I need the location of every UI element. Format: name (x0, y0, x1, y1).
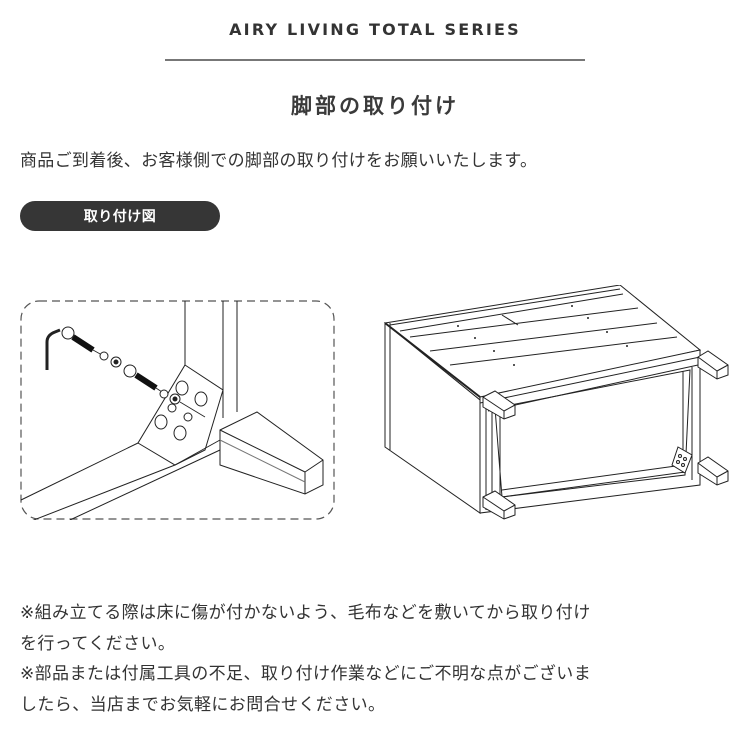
hex-key-icon (45, 328, 61, 370)
corner-bracket-icon (137, 364, 224, 466)
diagram-label-text: 取り付け図 (83, 209, 157, 225)
leg-icon (697, 350, 729, 380)
bolt-icon (61, 326, 103, 356)
header-divider (165, 59, 585, 61)
note-line: を行ってください。 (20, 633, 176, 654)
notes: ※組み立てる際は床に傷が付かないよう、毛布などを敷いてから取り付け を行ってくだ… (20, 598, 740, 720)
section-title: 脚部の取り付け (291, 94, 459, 118)
dashed-frame (20, 300, 335, 520)
leg-icon (697, 456, 729, 486)
corner-bracket-icon (671, 446, 693, 474)
flat-washer-icon (110, 356, 122, 368)
spring-washer-icon (159, 389, 169, 399)
leg-icon (482, 490, 516, 520)
bolt-icon (123, 364, 163, 393)
note-line: ※部品または付属工具の不足、取り付け作業などにご不明な点がございま (20, 664, 592, 684)
note-line: したら、当店までお気軽にお問合せください。 (20, 694, 386, 715)
cabinet-assembly-illustration (380, 285, 730, 525)
flat-washer-icon (169, 393, 181, 405)
spring-washer-icon (99, 351, 109, 361)
series-title: AIRY LIVING TOTAL SERIES (229, 20, 521, 39)
bracket-detail-illustration (20, 300, 335, 520)
note-line: ※組み立てる際は床に傷が付かないよう、毛布などを敷いてから取り付け (20, 603, 591, 623)
intro-text: 商品ご到着後、お客様側での脚部の取り付けをお願いいたします。 (20, 151, 538, 171)
diagram-label-badge: 取り付け図 (20, 201, 220, 231)
leg-foot-icon (219, 411, 324, 495)
leg-icon (482, 390, 516, 420)
